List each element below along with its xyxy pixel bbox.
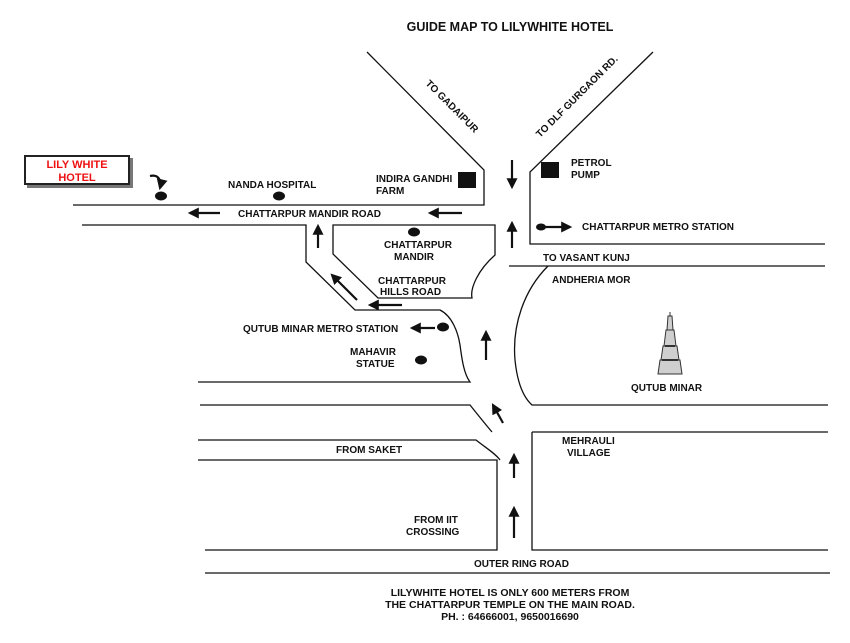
label-mandir-road: CHATTARPUR MANDIR ROAD <box>238 209 381 220</box>
hotel-name-line-1: LILY WHITE <box>46 159 108 171</box>
label-indira-gandhi-1: INDIRA GANDHI <box>376 174 453 185</box>
label-andheria: ANDHERIA MOR <box>552 275 631 286</box>
arrow <box>491 403 504 424</box>
label-petrol-1: PETROL <box>571 158 612 169</box>
mandir-block <box>332 224 496 299</box>
label-mandir-2: MANDIR <box>394 252 435 263</box>
label-mehrauli-2: VILLAGE <box>567 448 611 459</box>
road-saket-upper <box>200 404 493 433</box>
footer-line-2: THE CHATTARPUR TEMPLE ON THE MAIN ROAD. <box>385 599 635 611</box>
label-mahavir-2: STATUE <box>356 359 395 370</box>
label-mahavir-1: MAHAVIR <box>350 347 397 358</box>
road-saket-lower <box>198 439 501 461</box>
label-qutub-minar: QUTUB MINAR <box>631 383 703 394</box>
label-nanda-hospital: NANDA HOSPITAL <box>228 180 316 191</box>
label-chattarpur-metro: CHATTARPUR METRO STATION <box>582 222 734 233</box>
chattarpur-metro-marker <box>536 223 546 231</box>
label-iit-2: CROSSING <box>406 527 460 538</box>
road-dlf <box>529 51 825 245</box>
footer-note: LILYWHITE HOTEL IS ONLY 600 METERS FROM … <box>385 587 635 623</box>
label-iit-1: FROM IIT <box>414 515 458 526</box>
arrow <box>149 174 168 191</box>
indira-gandhi-farm-marker <box>458 172 476 188</box>
landmarks <box>155 162 559 365</box>
label-mandir-1: CHATTARPUR <box>384 240 453 251</box>
label-qutub-metro: QUTUB MINAR METRO STATION <box>243 324 398 335</box>
hotel-name-line-2: HOTEL <box>58 172 96 184</box>
label-hills-2: HILLS ROAD <box>380 287 441 298</box>
label-petrol-2: PUMP <box>571 170 600 181</box>
arrow <box>330 273 358 301</box>
direction-arrows <box>149 160 573 538</box>
footer-phone: PH. : 64666001, 9650016690 <box>441 611 579 623</box>
road-mandir-lower <box>82 224 472 383</box>
road-iit-right <box>531 431 828 551</box>
qutub-metro-marker <box>437 322 449 332</box>
label-vasant-kunj: TO VASANT KUNJ <box>543 253 630 264</box>
qutub-minar-icon <box>657 312 683 375</box>
label-from-saket: FROM SAKET <box>336 445 402 456</box>
label-to-gadaipur: TO GADAIPUR <box>423 78 481 136</box>
chattarpur-mandir-marker <box>408 227 420 237</box>
mahavir-statue-marker <box>415 355 427 365</box>
map-title: GUIDE MAP TO LILYWHITE HOTEL <box>407 20 614 34</box>
label-hills-1: CHATTARPUR <box>378 276 447 287</box>
hotel-marker <box>155 191 167 201</box>
footer-line-1: LILYWHITE HOTEL IS ONLY 600 METERS FROM <box>391 587 630 599</box>
map-labels: TO GADAIPUR TO DLF GURGAON RD. NANDA HOS… <box>228 54 734 570</box>
label-indira-gandhi-2: FARM <box>376 186 404 197</box>
road-lines <box>73 51 830 574</box>
label-outer-ring: OUTER RING ROAD <box>474 559 569 570</box>
label-mehrauli-1: MEHRAULI <box>562 436 615 447</box>
hotel-label-box: LILY WHITE HOTEL <box>24 155 130 185</box>
road-gadaipur <box>73 51 485 206</box>
road-iit-left <box>198 459 498 551</box>
road-andheria-curve <box>513 265 828 406</box>
nanda-hospital-marker <box>273 191 285 201</box>
petrol-pump-marker <box>541 162 559 178</box>
